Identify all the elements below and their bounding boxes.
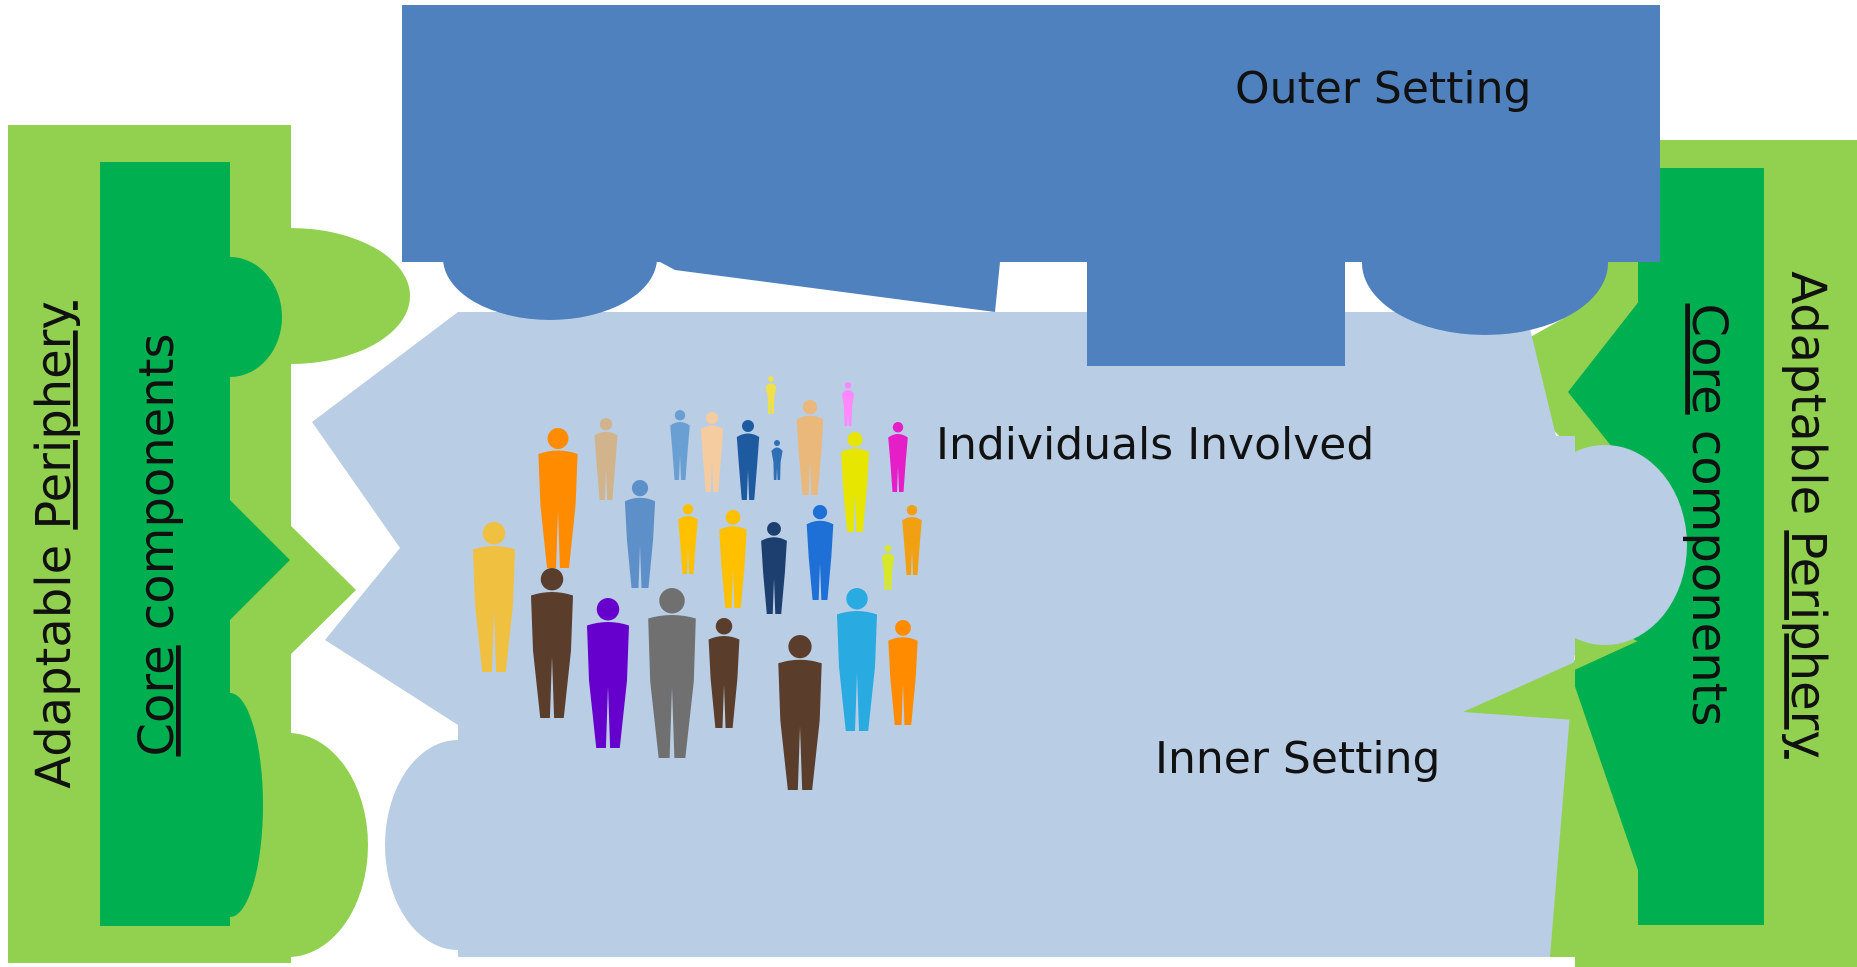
person-silhouette: [806, 505, 834, 600]
person-silhouette: [771, 440, 783, 480]
left-core-arrow: [228, 498, 290, 622]
person-silhouette: [624, 480, 656, 588]
right-core-components-label: Core components: [1681, 304, 1737, 727]
individuals-silhouettes: [473, 376, 922, 790]
person-silhouette: [888, 620, 918, 725]
outer-setting-tab: [1087, 250, 1345, 366]
right-adaptable-periphery-label: Adaptable Periphery: [1780, 271, 1836, 759]
left-periphery-group: [8, 125, 410, 963]
left-adaptable-periphery-label: Adaptable Periphery: [26, 301, 82, 789]
person-silhouette: [888, 422, 908, 492]
person-silhouette: [902, 505, 922, 575]
person-silhouette: [670, 410, 690, 480]
right-adaptable-periphery-label-group: Adaptable Periphery: [1780, 271, 1836, 759]
person-silhouette: [796, 400, 824, 495]
person-silhouette: [538, 428, 578, 568]
person-silhouette: [708, 618, 740, 728]
outer-setting-label: Outer Setting: [1235, 63, 1531, 114]
left-periphery-arrow: [285, 520, 356, 660]
outer-setting-bump-left: [443, 196, 657, 320]
right-core-wedge: [1570, 640, 1640, 876]
person-silhouette: [678, 504, 698, 574]
inner-setting-bump-right: [1523, 445, 1687, 645]
inner-setting-label: Inner Setting: [1155, 733, 1440, 784]
person-silhouette: [594, 418, 618, 500]
inner-setting-notch-arrow: [1463, 662, 1575, 720]
outer-setting-group: [402, 5, 1660, 366]
person-silhouette: [700, 412, 724, 492]
person-silhouette: [841, 432, 869, 532]
right-core-arrow: [1568, 300, 1640, 482]
person-silhouette: [719, 509, 747, 608]
left-core-components-label: Core components: [129, 334, 185, 757]
person-silhouette: [765, 376, 777, 414]
inner-setting-shape: [312, 312, 1575, 957]
outer-setting-bump-right: [1362, 191, 1608, 335]
inner-setting-group: [312, 312, 1687, 957]
person-silhouette: [736, 420, 760, 500]
left-core-bump-bottom: [197, 693, 263, 917]
person-silhouette: [778, 635, 822, 790]
person-silhouette: [531, 568, 573, 718]
left-core-bump-top: [178, 257, 282, 377]
person-silhouette: [881, 545, 895, 590]
outer-setting-notch: [660, 262, 1000, 312]
right-core-components-label-group: Core components: [1681, 304, 1737, 727]
inner-setting-bump-left: [385, 740, 531, 950]
person-silhouette: [836, 588, 878, 731]
person-silhouette: [587, 598, 629, 748]
individuals-involved-label: Individuals Involved: [936, 419, 1374, 470]
person-silhouette: [841, 382, 855, 426]
person-silhouette: [648, 588, 696, 758]
person-silhouette: [761, 522, 787, 614]
left-adaptable-periphery-label-group: Adaptable Periphery: [26, 301, 82, 789]
left-core-components-label-group: Core components: [129, 334, 185, 757]
person-silhouette: [473, 522, 515, 672]
